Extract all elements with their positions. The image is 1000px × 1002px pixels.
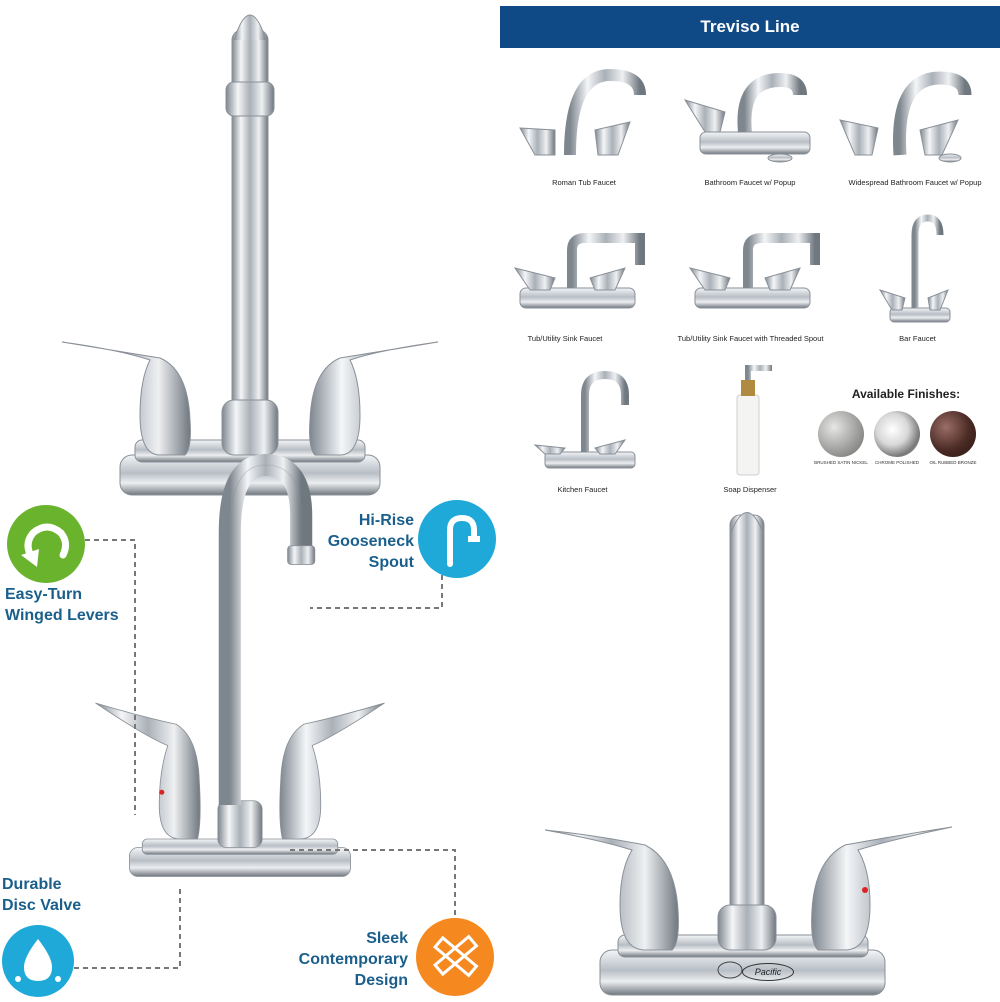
ruler-pencil-icon [416, 918, 494, 996]
brand-logo: Pacific [742, 963, 794, 981]
caption-bathroom-faucet: Bathroom Faucet w/ Popup [704, 178, 796, 187]
caption-utility-faucet: Tub/Utility Sink Faucet [527, 334, 603, 343]
caption-widespread-faucet: Widespread Bathroom Faucet w/ Popup [848, 178, 982, 187]
bar-faucet-hero-bottom [544, 512, 953, 996]
finish-swatch-chrome [874, 411, 920, 457]
soap-dispenser-icon [736, 365, 772, 476]
product-thumbnails [513, 68, 972, 476]
kitchen-faucet-icon [533, 370, 636, 469]
caption-utility-threaded-faucet: Tub/Utility Sink Faucet with Threaded Sp… [677, 334, 824, 343]
caption-kitchen-faucet: Kitchen Faucet [557, 485, 608, 494]
finish-swatch-brushed-nickel [818, 411, 864, 457]
bar-faucet-thumb-icon [878, 214, 951, 323]
finish-swatch-oil-rubbed-bronze [930, 411, 976, 457]
finish-label-chrome: CHROME POLISHED [874, 460, 919, 465]
caption-soap-dispenser: Soap Dispenser [723, 485, 777, 494]
water-drop-icon [2, 925, 74, 997]
bar-faucet-hero-top [61, 14, 439, 496]
caption-roman-tub: Roman Tub Faucet [552, 178, 616, 187]
widespread-faucet-icon [839, 71, 972, 163]
gooseneck-icon [418, 500, 496, 578]
finish-label-bronze: OIL RUBBED BRONZE [929, 460, 977, 465]
utility-threaded-faucet-icon [688, 233, 820, 309]
product-line-title: Treviso Line [500, 6, 1000, 48]
roman-tub-faucet-icon [519, 68, 646, 156]
finish-label-brushed-nickel: BRUSHED SATIN NICKEL [814, 460, 868, 465]
utility-faucet-icon [513, 233, 645, 309]
bathroom-faucet-icon [683, 72, 811, 163]
turn-arrow-icon [7, 505, 85, 583]
bar-faucet-callout-image [65, 500, 456, 969]
finishes-title: Available Finishes: [851, 387, 961, 401]
caption-bar-faucet: Bar Faucet [899, 334, 936, 343]
